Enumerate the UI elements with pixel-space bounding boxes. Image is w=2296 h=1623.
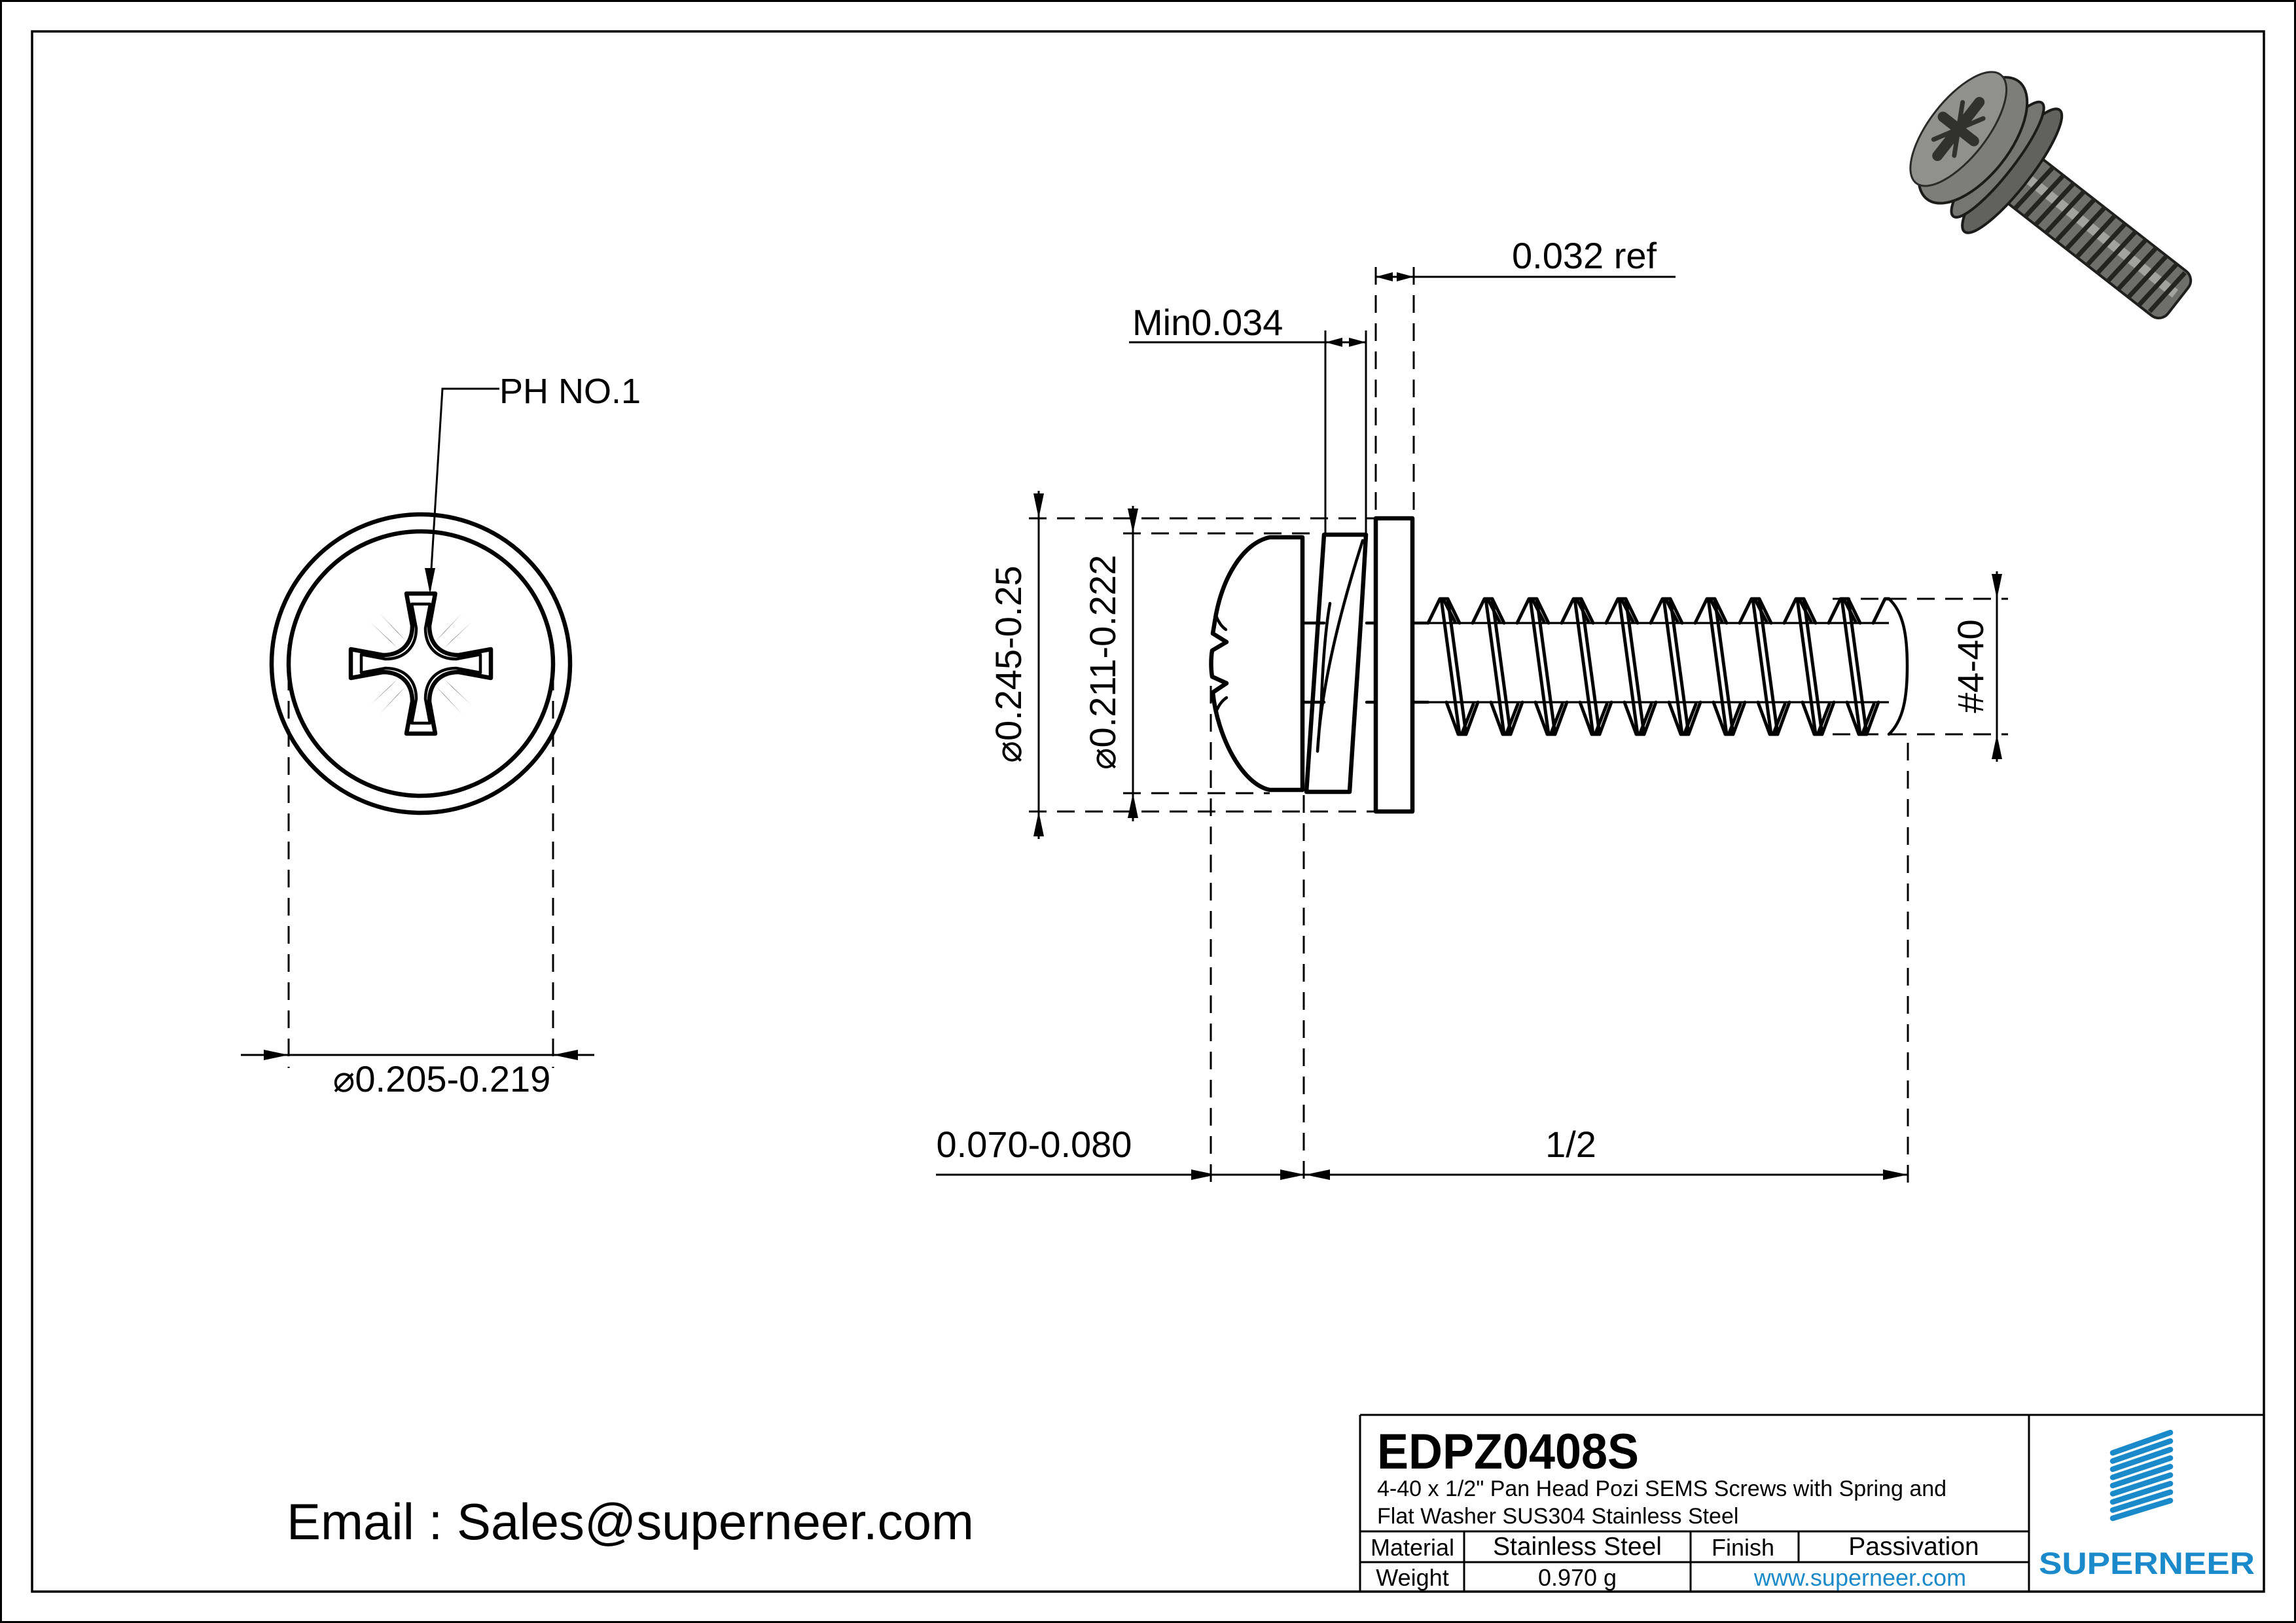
dim-arrow-icon [1325,338,1342,347]
spring-washer [1304,532,1369,794]
title-block: EDPZ0408S 4-40 x 1/2" Pan Head Pozi SEMS… [1359,1414,2264,1592]
website-link: www.superneer.com [1753,1564,1966,1591]
weight-value: 0.970 g [1538,1564,1617,1591]
dim-arrow-icon [1992,574,2002,599]
email-text: Email : Sales@superneer.com [287,1493,974,1550]
finish-label: Finish [1712,1534,1774,1561]
pozi-tick-marks [370,613,472,715]
superneer-logo-icon [2109,1429,2174,1522]
weight-label: Weight [1376,1564,1448,1591]
thread-last-crest [1871,597,1891,625]
pan-head-profile [1209,535,1305,793]
dim-arrow-icon [1033,812,1044,836]
head-height-label: 0.070-0.080 [937,1124,1132,1165]
description-line2: Flat Washer SUS304 Stainless Steel [1377,1504,1738,1529]
spring-washer-outline [1304,532,1369,794]
spring-min-label: Min0.034 [1132,302,1283,343]
part-number: EDPZ0408S [1377,1424,1639,1480]
washer-od-label: ⌀0.245-0.25 [988,565,1029,763]
dim-arrow-icon [1280,1169,1305,1180]
dim-arrow-icon [1128,793,1138,818]
drawing-border [31,30,2265,1593]
material-value: Stainless Steel [1493,1533,1662,1561]
dim-arrow-icon [1191,1169,1216,1180]
washer-thk-label: 0.032 ref [1512,235,1657,276]
drive-leader-arrow-icon [425,568,435,594]
spring-washer-coil [1316,539,1365,753]
threaded-shank [1415,597,1909,736]
dim-arrow-icon [1033,493,1044,518]
screw-3d-render [1909,71,2193,319]
extension-lines [1029,267,2008,1188]
dim-arrow-icon [1349,338,1366,347]
dim-arrow-icon [1397,272,1414,281]
side-view: ⌀0.245-0.25 ⌀0.211-0.222 Min0.034 0.032 … [936,235,2008,1188]
head-od-label: ⌀0.211-0.222 [1082,555,1123,770]
render-pozi-recess [1931,97,1986,162]
title-block-lines [1359,1414,2264,1592]
head-outline-circle [286,529,556,798]
dim-arrow-icon [553,1050,578,1060]
dim-arrow-icon [1992,734,2002,759]
front-dia-label: ⌀0.205-0.219 [333,1058,551,1099]
finish-value: Passivation [1848,1533,1979,1561]
front-view: PH NO.1 ⌀0.205-0.219 [241,372,641,1099]
brand-name: SUPERNEER [2039,1546,2255,1580]
thread-end-chamfer [1887,597,1909,736]
drive-leader-line [429,387,499,591]
dim-arrow-icon [1376,272,1393,281]
thread-spec-label: #4-40 [1950,619,1991,713]
flat-washer [1373,516,1415,814]
description-line1: 4-40 x 1/2" Pan Head Pozi SEMS Screws wi… [1377,1476,1946,1501]
dim-arrow-icon [1883,1169,1908,1180]
dim-arrow-icon [1128,508,1138,533]
material-label: Material [1371,1534,1454,1561]
render-thread-ridges [2013,166,2187,313]
dim-arrow-icon [264,1050,289,1060]
bore-lines [1300,621,1430,704]
washer-outline-circle [269,512,573,815]
head-recess-ticks [1213,612,1229,714]
pozi-outer-cross [348,591,493,736]
pozi-recess [348,591,493,736]
drive-label: PH NO.1 [499,372,641,411]
pozi-inner-cross [359,602,482,725]
dim-arrow-icon [1305,1169,1330,1180]
thread-length-label: 1/2 [1545,1124,1596,1165]
